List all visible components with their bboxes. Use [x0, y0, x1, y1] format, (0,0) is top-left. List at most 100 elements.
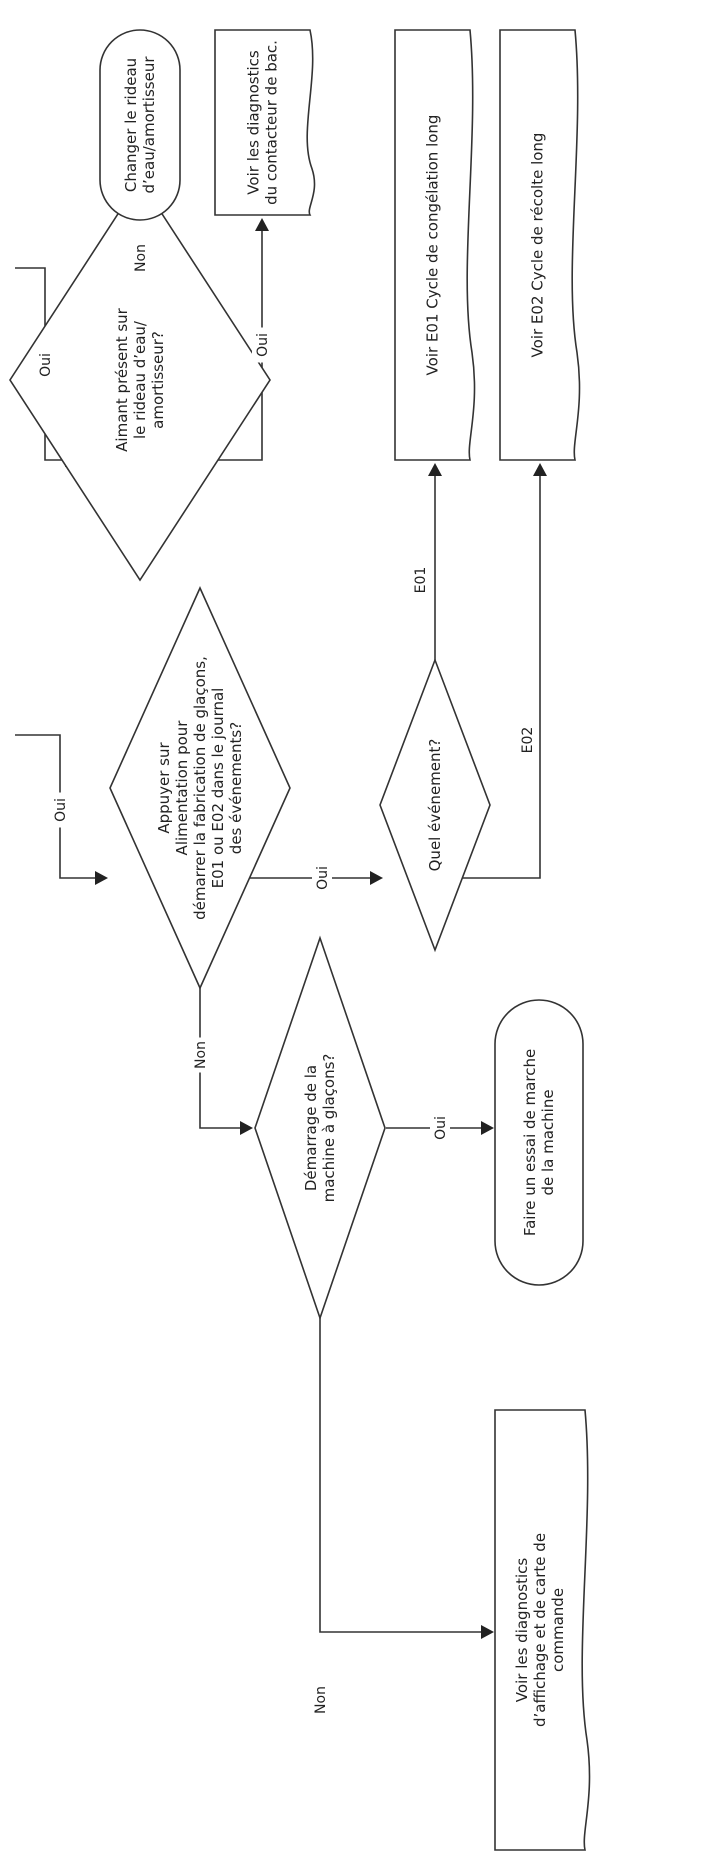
connector-start-to-display: [319, 1318, 494, 1639]
node-label-line: de la machine: [539, 1089, 557, 1195]
node-t-e01: Voir E01 Cycle de congélation long: [394, 29, 476, 461]
node-label-line: Démarrage de la: [302, 1065, 320, 1191]
node-label-line: Quel événement?: [426, 739, 444, 872]
edge-label-text: Oui: [53, 798, 69, 822]
edge-label-bg: [312, 860, 332, 896]
node-label-line: le rideau d’eau/: [131, 320, 149, 439]
connector-press-to-start: [199, 988, 253, 1135]
node-label-line: Voir les diagnostics: [245, 50, 263, 195]
nodes: Aimant présent surle rideau d’eau/amorti…: [9, 29, 591, 1851]
edge-label-text: Oui: [255, 333, 271, 357]
arrow-icon: [95, 871, 108, 885]
edge-label-text: E02: [520, 727, 536, 754]
node-label-line: du contacteur de bac.: [263, 40, 281, 205]
node-label-line: Faire un essai de marche: [521, 1049, 539, 1236]
edge-label-bg: [517, 722, 537, 758]
document-box: [499, 29, 581, 461]
edge-label-oui-press: Oui: [312, 860, 332, 896]
node-label-line: Voir les diagnostics: [513, 1558, 531, 1703]
node-d-event: Quel événement?: [379, 657, 491, 953]
node-label-line: d’eau/amortisseur: [140, 56, 158, 194]
connectors: [15, 180, 547, 1639]
node-label: Faire un essai de marchede la machine: [521, 1049, 557, 1236]
terminal-box: [99, 29, 181, 221]
node-label-line: machine à glaçons?: [320, 1054, 338, 1203]
edge-label-text: E01: [413, 567, 429, 594]
connector-line: [462, 476, 541, 879]
edge-label-e01: E01: [410, 562, 430, 598]
arrow-icon: [428, 463, 442, 476]
node-label: Démarrage de lamachine à glaçons?: [302, 1054, 338, 1203]
edge-label-text: Non: [193, 1041, 209, 1069]
node-label-line: Voir E01 Cycle de congélation long: [424, 115, 442, 376]
edge-label-bg: [35, 347, 55, 383]
edge-label-text: Oui: [38, 353, 54, 377]
node-label-line: d’affichage et de carte de: [531, 1533, 549, 1727]
connector-magnet-to-bin: [205, 218, 269, 461]
arrow-icon: [370, 871, 383, 885]
document-box: [214, 29, 316, 216]
node-label: Voir E02 Cycle de récolte long: [529, 133, 547, 358]
edge-label-e02: E02: [517, 722, 537, 758]
node-label: Quel événement?: [426, 739, 444, 872]
node-t-test: Faire un essai de marchede la machine: [494, 999, 584, 1286]
document-box: [394, 29, 476, 461]
node-label: Voir E01 Cycle de congélation long: [424, 115, 442, 376]
terminal-box: [494, 999, 584, 1286]
edge-label-oui-start: Oui: [430, 1110, 450, 1146]
document-box: [494, 1409, 591, 1851]
node-d-magnet: Aimant présent surle rideau d’eau/amorti…: [9, 178, 271, 582]
node-label-line: démarrer la fabrication de glaçons,: [191, 656, 209, 920]
edge-label-bg: [252, 327, 272, 363]
arrow-icon: [533, 463, 547, 476]
node-label: Voir les diagnosticsdu contacteur de bac…: [245, 40, 281, 205]
decision-diamond: [379, 657, 491, 953]
node-label-line: Voir E02 Cycle de récolte long: [529, 133, 547, 358]
connector-event-to-e02: [462, 463, 547, 879]
edge-label-oui-top-right: Oui: [35, 347, 55, 383]
arrow-icon: [481, 1625, 494, 1639]
connector-press-to-event: [243, 871, 383, 885]
connector-line: [199, 988, 240, 1129]
node-label: Aimant présent surle rideau d’eau/amorti…: [113, 307, 167, 451]
node-label-line: commande: [549, 1588, 567, 1672]
node-d-display: Voir les diagnosticsd’affichage et de ca…: [494, 1409, 591, 1851]
connector-event-to-e01: [428, 463, 442, 660]
edge-label-text: Oui: [315, 866, 331, 890]
node-label: Appuyer surAlimentation pourdémarrer la …: [155, 656, 245, 920]
connector-line: [319, 1318, 481, 1633]
edge-label-oui-magnet: Oui: [252, 327, 272, 363]
connector-line: [205, 231, 263, 461]
edge-label-non-press: Non: [190, 1037, 210, 1073]
arrow-icon: [240, 1121, 253, 1135]
node-label-line: Changer le rideau: [122, 58, 140, 192]
edge-label-non-start: Non: [310, 1682, 330, 1718]
decision-diamond: [254, 935, 386, 1321]
node-d-press: Appuyer surAlimentation pourdémarrer la …: [109, 586, 291, 990]
node-label-line: Appuyer sur: [155, 741, 173, 833]
node-label-line: Alimentation pour: [173, 720, 191, 856]
edge-label-bg: [430, 1110, 450, 1146]
node-d-bin: Voir les diagnosticsdu contacteur de bac…: [214, 29, 316, 216]
edge-label-bg: [310, 1682, 330, 1718]
edge-label-bg: [190, 1037, 210, 1073]
edge-label-text: Non: [133, 244, 149, 272]
node-t-change: Changer le rideaud’eau/amortisseur: [99, 29, 181, 221]
edge-label-bg: [130, 240, 150, 276]
decision-diamond: [109, 586, 291, 990]
node-d-start: Démarrage de lamachine à glaçons?: [254, 935, 386, 1321]
node-label-line: Aimant présent sur: [113, 307, 131, 451]
edge-label-oui-top-left: Oui: [50, 792, 70, 828]
edge-label-bg: [50, 792, 70, 828]
node-label-line: des événements?: [227, 722, 245, 854]
node-label-line: E01 ou E02 dans le journal: [209, 688, 227, 889]
edge-label-text: Non: [313, 1686, 329, 1714]
edge-label-text: Oui: [433, 1116, 449, 1140]
edge-label-bg: [410, 562, 430, 598]
node-label-line: amortisseur?: [149, 331, 167, 429]
arrow-icon: [255, 218, 269, 231]
node-label: Voir les diagnosticsd’affichage et de ca…: [513, 1533, 567, 1727]
